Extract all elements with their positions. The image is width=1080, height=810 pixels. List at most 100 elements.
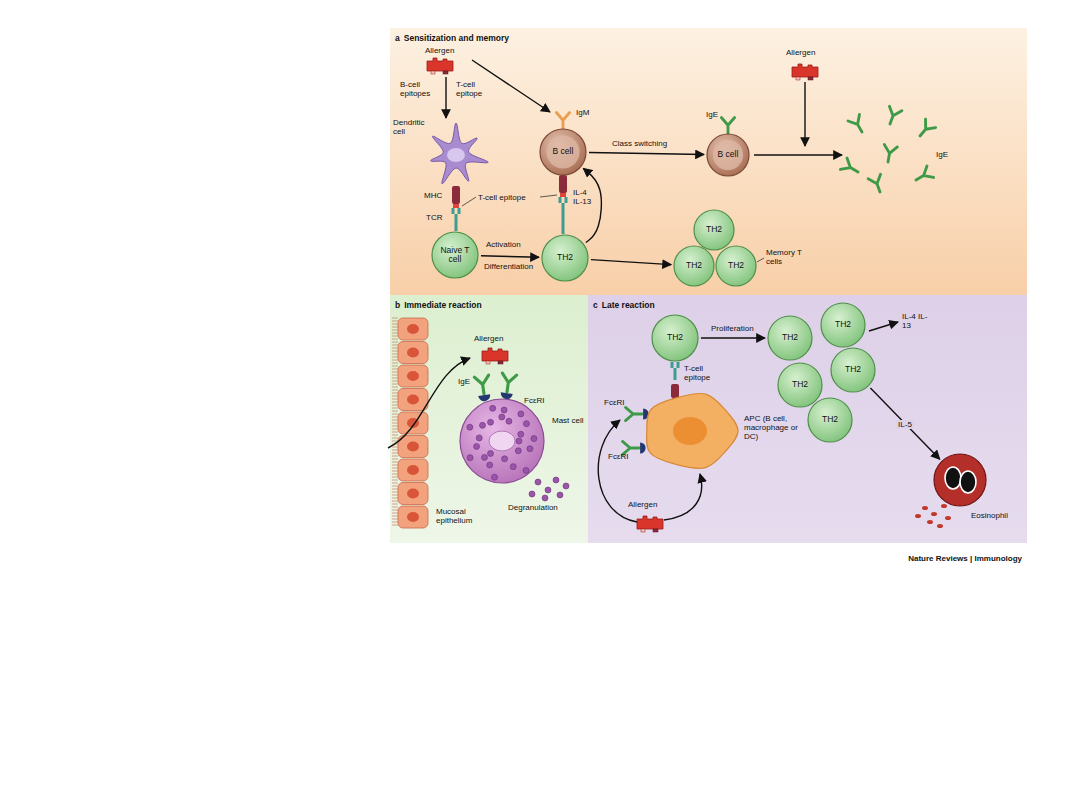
cell-label: TH2 xyxy=(792,380,808,389)
granule xyxy=(506,418,512,424)
epithelial-cell xyxy=(398,318,428,340)
panel-heading: Late reaction xyxy=(602,300,655,310)
cell-outline xyxy=(457,396,547,486)
cell-label: TH2 xyxy=(667,333,683,342)
arrow xyxy=(664,474,702,520)
memory-cell: TH2 xyxy=(715,245,757,287)
callout-label: IgE xyxy=(458,377,474,386)
nucleus-lobe xyxy=(960,471,976,493)
text-holder: Eosinophil xyxy=(971,511,1019,520)
panel-heading: Sensitization and memory xyxy=(404,33,509,43)
granule xyxy=(523,467,529,473)
text-holder: cLate reaction xyxy=(593,300,659,310)
epithelial-cell xyxy=(398,412,428,434)
nucleus xyxy=(407,324,419,334)
eosinophil: Eosinophil xyxy=(933,453,987,507)
cell-label: Dendritic cell xyxy=(393,118,425,136)
nucleus xyxy=(673,417,707,445)
cell-body xyxy=(432,232,478,278)
leader-line xyxy=(757,258,764,262)
edge-label: IL-4 IL-13 xyxy=(573,188,597,206)
edge-label: Class switching xyxy=(612,139,676,148)
granule xyxy=(941,504,947,508)
cell-body xyxy=(716,246,756,286)
antibody-shape xyxy=(840,158,861,178)
arrow xyxy=(754,154,842,155)
granule xyxy=(487,451,493,457)
b-cell: B cell xyxy=(706,133,750,177)
text-holder: TH2 xyxy=(820,302,866,348)
granule xyxy=(945,516,951,520)
cell-body xyxy=(431,123,489,184)
granule xyxy=(479,422,485,428)
callout-label: IL-4 IL-13 xyxy=(902,312,928,330)
tcr-molecule xyxy=(560,197,566,234)
granule xyxy=(487,462,493,468)
panel-heading: a xyxy=(395,33,400,43)
microvilli xyxy=(392,318,398,525)
t-cell: Naive T cell xyxy=(431,231,479,279)
arrow-connector xyxy=(870,388,939,459)
granule xyxy=(553,477,559,483)
granule xyxy=(474,443,480,449)
antibody xyxy=(840,158,861,178)
th2-cell: TH2 xyxy=(820,302,866,348)
allergen-symbol xyxy=(637,516,663,532)
granule xyxy=(922,506,928,510)
arrow xyxy=(804,82,805,146)
th2-cell: TH2 xyxy=(777,362,823,408)
nucleus xyxy=(546,135,579,168)
callout-label: Memory T cells xyxy=(766,248,806,266)
granule xyxy=(529,491,535,497)
granule xyxy=(563,483,569,489)
cell-label: Naive T cell xyxy=(437,246,473,265)
cell-body xyxy=(652,315,698,361)
callout-label: Allergen xyxy=(786,48,826,57)
cell-body xyxy=(542,235,588,281)
t-cell-epitope xyxy=(443,71,448,74)
text-holder: a Sensitization and memory xyxy=(395,33,513,43)
granule xyxy=(927,520,933,524)
antibody-shape xyxy=(913,166,934,186)
antibody xyxy=(556,113,569,130)
granule xyxy=(481,454,487,460)
cell-label: TH2 xyxy=(728,261,744,270)
nucleus xyxy=(407,348,419,358)
nucleus-lobe xyxy=(945,467,961,489)
b-cell-epitope xyxy=(431,71,435,74)
mhc-molecule xyxy=(671,384,679,398)
antibody xyxy=(848,114,868,135)
callout-label: Allergen xyxy=(474,334,514,343)
allergen-body xyxy=(637,516,663,529)
nucleus xyxy=(407,489,419,499)
cell-body xyxy=(694,210,734,250)
peptide xyxy=(453,204,459,208)
th2-cell: TH2 xyxy=(767,315,813,361)
cell-body xyxy=(674,246,714,286)
tcr-molecule xyxy=(672,362,678,380)
dendritic-cell: Dendritic cell xyxy=(420,122,492,188)
nucleus xyxy=(447,148,465,162)
panel-heading: b xyxy=(395,300,400,310)
callout-label: T-cell epitope xyxy=(478,193,538,202)
text-holder: Dendritic cell xyxy=(393,118,425,136)
epithelial-cell xyxy=(398,365,428,387)
nucleus xyxy=(407,442,419,452)
antibody xyxy=(884,106,902,126)
arrow-connector xyxy=(591,260,671,265)
antibody xyxy=(868,174,886,194)
memory-cell: TH2 xyxy=(673,245,715,287)
journal-credit: Nature Reviews | Immunology xyxy=(862,554,1022,563)
cell-outline xyxy=(640,392,740,470)
antibody-shape xyxy=(882,145,898,164)
cell-body xyxy=(808,398,852,442)
fc-receptor xyxy=(640,443,646,454)
callout-label: Mucosal epithelium xyxy=(436,507,480,525)
edge-label: Proliferation xyxy=(711,324,763,333)
antibody-shape xyxy=(848,114,868,135)
cell-label: TH2 xyxy=(782,333,798,342)
cell-body xyxy=(768,316,812,360)
t-cell-epitope xyxy=(808,77,813,80)
antibody xyxy=(913,166,934,186)
antibody-shape xyxy=(721,118,734,135)
